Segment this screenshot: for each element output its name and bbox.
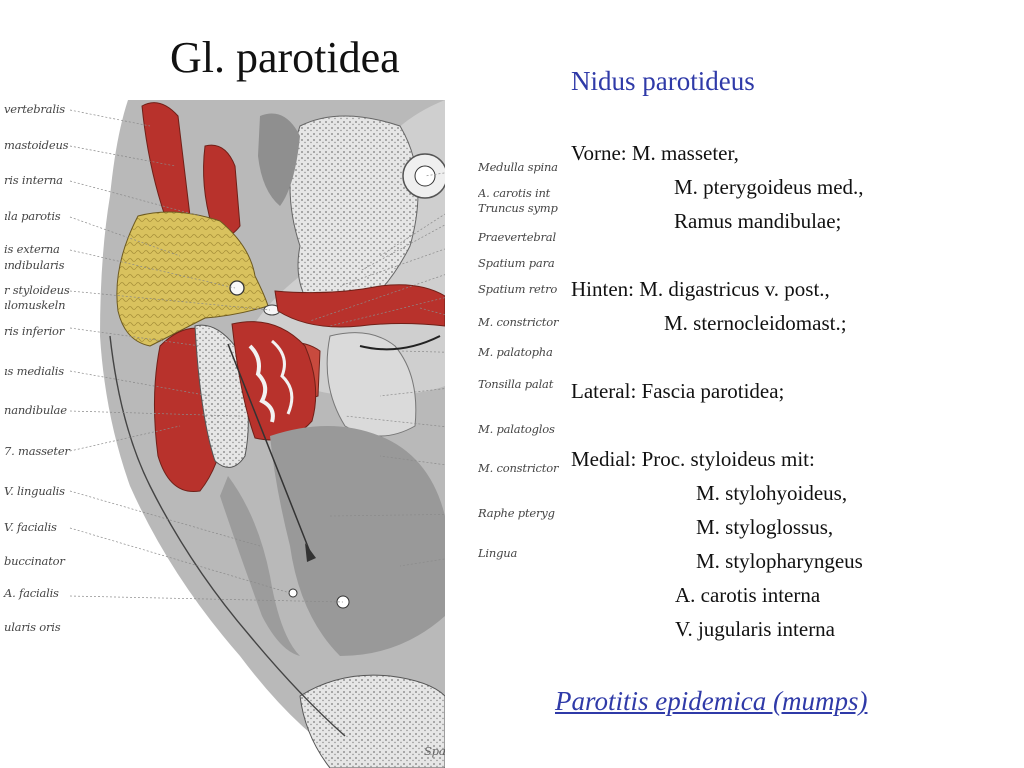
right-label-6: Spatium retro <box>478 282 558 296</box>
text-line-medial: Medial: Proc. styloideus mit: <box>571 447 815 471</box>
right-label-9: Tonsilla palat <box>478 377 554 391</box>
text-line-styloglossus: M. styloglossus, <box>696 515 834 539</box>
right-label-13: Lingua <box>478 546 518 560</box>
text-line-hinten: Hinten: M. digastricus v. post., <box>571 277 830 301</box>
right-label-7: M. constrictor <box>478 315 559 329</box>
anatomy-cross-section-figure: vertebralis mastoideus ris interna ıla p… <box>0 96 566 768</box>
text-line-ramus: Ramus mandibulae; <box>674 209 842 233</box>
anatomy-illustration <box>69 96 566 768</box>
right-label-2: A. carotis int <box>478 186 551 200</box>
text-line-pterygoideus: M. pterygoideus med., <box>674 175 864 199</box>
left-label-12: 7. masseter <box>4 444 70 458</box>
section-heading: Nidus parotideus <box>571 66 755 96</box>
text-line-sternocleidomast: M. sternocleidomast.; <box>664 311 847 335</box>
text-line-carotis: A. carotis interna <box>675 583 821 607</box>
left-label-11: nandibulae <box>4 403 67 417</box>
left-label-15: buccinator <box>4 554 65 568</box>
left-label-8: ılomuskeln <box>4 298 66 312</box>
text-line-lateral: Lateral: Fascia parotidea; <box>571 379 785 403</box>
right-label-10: M. palatoglos <box>478 422 555 436</box>
left-label-6: ındibularis <box>4 258 65 272</box>
text-line-jugularis: V. jugularis interna <box>675 617 836 641</box>
left-label-5: is externa <box>4 242 60 256</box>
left-label-1: vertebralis <box>4 102 65 116</box>
left-label-14: V. facialis <box>4 520 57 534</box>
left-label-2: mastoideus <box>4 138 69 152</box>
right-label-4: Praevertebral <box>478 230 556 244</box>
page-title: Gl. parotidea <box>170 33 400 82</box>
text-line-stylopharyngeus: M. stylopharyngeus <box>696 549 863 573</box>
text-line-vorne: Vorne: M. masseter, <box>571 141 739 165</box>
left-label-4: ıla parotis <box>4 209 61 223</box>
right-label-11: M. constrictor <box>478 461 559 475</box>
text-line-stylohyoideus: M. stylohyoideus, <box>696 481 848 505</box>
right-label-8: M. palatopha <box>478 345 553 359</box>
left-label-10: ıs medialis <box>4 364 64 378</box>
left-label-13: V. lingualis <box>4 484 65 498</box>
left-label-17: ularis oris <box>4 620 61 634</box>
illustration-signature: Spa <box>424 744 446 758</box>
right-label-12: Raphe pteryg <box>478 506 555 520</box>
right-label-3: Truncus symp <box>478 201 558 215</box>
left-label-16: A. facialis <box>4 586 59 600</box>
right-label-1: Medulla spina <box>478 160 558 174</box>
left-label-3: ris interna <box>4 173 63 187</box>
left-label-7: r styloideus <box>4 283 70 297</box>
left-label-9: ris inferior <box>4 324 65 338</box>
footer-link[interactable]: Parotitis epidemica (mumps) <box>555 686 868 716</box>
right-label-5: Spatium para <box>478 256 555 270</box>
